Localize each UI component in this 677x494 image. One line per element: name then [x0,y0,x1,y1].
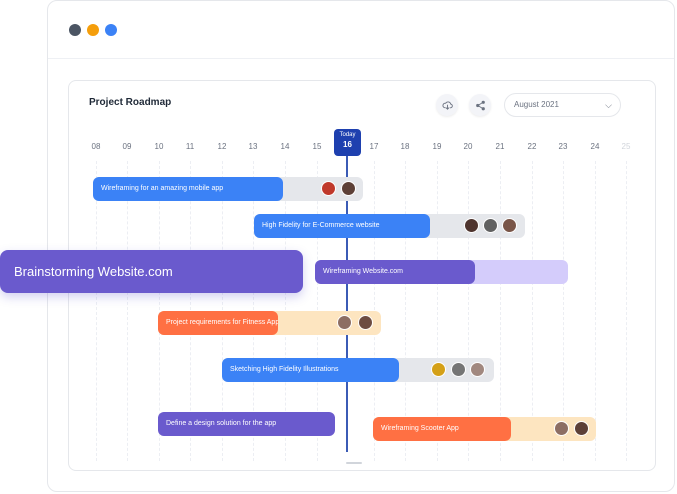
page-title: Project Roadmap [89,97,172,108]
chevron-down-icon: ⌵ [605,100,612,110]
task-bar[interactable]: Define a design solution for the app [158,412,335,436]
avatar [574,421,589,436]
avatar [464,218,479,233]
dragging-task-card[interactable]: Brainstorming Website.com [0,250,303,293]
day-tick: 18 [400,142,410,151]
grid-line [563,161,564,461]
day-tick: 20 [463,142,473,151]
task-bar[interactable]: Wireframing Website.com [315,260,475,284]
grid-line [626,161,627,461]
window-maximize-dot[interactable] [105,24,117,36]
avatar [451,362,466,377]
app-window: Project Roadmap August 2021 ⌵ 08 09 10 1… [47,0,675,492]
avatar [431,362,446,377]
grid-line [595,161,596,461]
day-tick: 08 [91,142,101,151]
today-line [346,156,348,452]
day-tick: 14 [280,142,290,151]
month-select[interactable]: August 2021 ⌵ [504,93,621,117]
window-minimize-dot[interactable] [87,24,99,36]
day-tick: 09 [122,142,132,151]
avatar [321,181,336,196]
grid-line [405,161,406,461]
cloud-download-icon [441,100,453,110]
avatar [483,218,498,233]
task-bar[interactable]: Project requirements for Fitness App [158,311,278,335]
day-tick: 22 [527,142,537,151]
grid-line [532,161,533,461]
task-bar[interactable]: Wireframing for an amazing mobile app [93,177,283,201]
avatar [358,315,373,330]
day-tick: 25 [621,142,631,151]
grid-line [468,161,469,461]
avatar [341,181,356,196]
day-tick: 23 [558,142,568,151]
today-label: Today [339,132,356,138]
day-tick: 12 [217,142,227,151]
share-button[interactable] [469,94,491,116]
grid-line [96,161,97,461]
day-tick: 11 [185,142,195,151]
day-tick: 15 [312,142,322,151]
window-titlebar [48,1,674,59]
avatar [470,362,485,377]
grid-line [127,161,128,461]
scroll-indicator[interactable] [346,462,362,464]
today-marker: Today 16 [334,129,361,156]
day-tick: 10 [154,142,164,151]
task-bar[interactable]: Sketching High Fidelity Illustrations [222,358,399,382]
day-tick: 17 [369,142,379,151]
month-select-value: August 2021 [514,100,559,109]
avatar [554,421,569,436]
day-tick: 19 [432,142,442,151]
download-button[interactable] [436,94,458,116]
day-tick: 13 [248,142,258,151]
window-close-dot[interactable] [69,24,81,36]
day-tick: 24 [590,142,600,151]
grid-line [437,161,438,461]
task-bar[interactable]: High Fidelity for E-Commerce website [254,214,430,238]
today-day: 16 [343,140,352,149]
avatar [502,218,517,233]
grid-line [159,161,160,461]
day-tick: 21 [495,142,505,151]
share-icon [475,100,485,110]
task-bar[interactable]: Wireframing Scooter App [373,417,511,441]
avatar [337,315,352,330]
grid-line [500,161,501,461]
